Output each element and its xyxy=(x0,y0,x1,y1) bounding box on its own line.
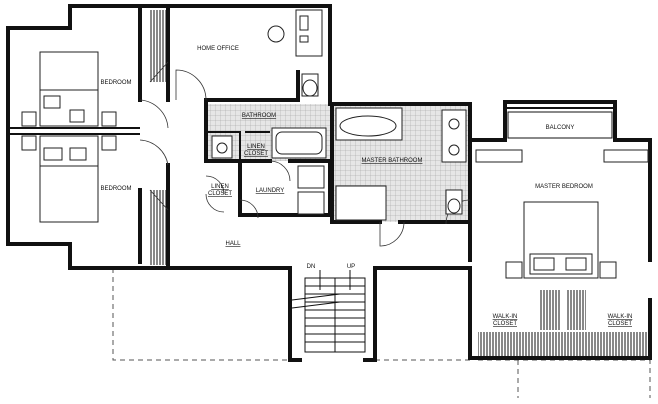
label-walk-in-closet-1-line2: CLOSET xyxy=(493,321,517,327)
label-linen-closet-2-line2: CLOSET xyxy=(208,191,232,197)
bed-lower xyxy=(21,135,117,223)
bathroom-fixtures xyxy=(211,127,327,159)
label-bedroom-upper: BEDROOM xyxy=(100,80,131,86)
master-bed xyxy=(475,149,649,279)
label-linen-closet-1-line1: LINEN xyxy=(247,144,265,150)
desk-office xyxy=(267,9,323,97)
master-bath-fixtures xyxy=(335,107,467,221)
door-swings xyxy=(139,61,471,247)
closet-hatching xyxy=(150,10,650,356)
label-master-bedroom: MASTER BEDROOM xyxy=(535,184,593,190)
bed-upper xyxy=(21,51,117,127)
label-home-office: HOME OFFICE xyxy=(197,46,239,52)
label-linen-closet-1-line2: CLOSET xyxy=(244,151,268,157)
label-bedroom-lower: BEDROOM xyxy=(100,186,131,192)
laundry-machines xyxy=(297,165,325,215)
label-balcony: BALCONY xyxy=(546,125,575,131)
balcony-rail xyxy=(507,111,613,139)
label-stairs-down: DN xyxy=(307,264,316,270)
label-walk-in-closet-1-line1: WALK-IN xyxy=(493,314,518,320)
interior-walls xyxy=(8,8,472,267)
label-linen-closet-2-line1: LINEN xyxy=(211,184,229,190)
label-bathroom: BATHROOM xyxy=(242,113,276,119)
label-laundry: LAUNDRY xyxy=(256,188,285,194)
label-walk-in-closet-2-line2: CLOSET xyxy=(608,321,632,327)
label-stairs-up: UP xyxy=(347,264,355,270)
staircase xyxy=(291,270,366,353)
label-master-bathroom: MASTER BATHROOM xyxy=(362,158,423,164)
label-hall: HALL xyxy=(225,241,241,247)
room-labels: BEDROOM BEDROOM HOME OFFICE BATHROOM LIN… xyxy=(100,46,632,327)
label-walk-in-closet-2-line1: WALK-IN xyxy=(608,314,633,320)
